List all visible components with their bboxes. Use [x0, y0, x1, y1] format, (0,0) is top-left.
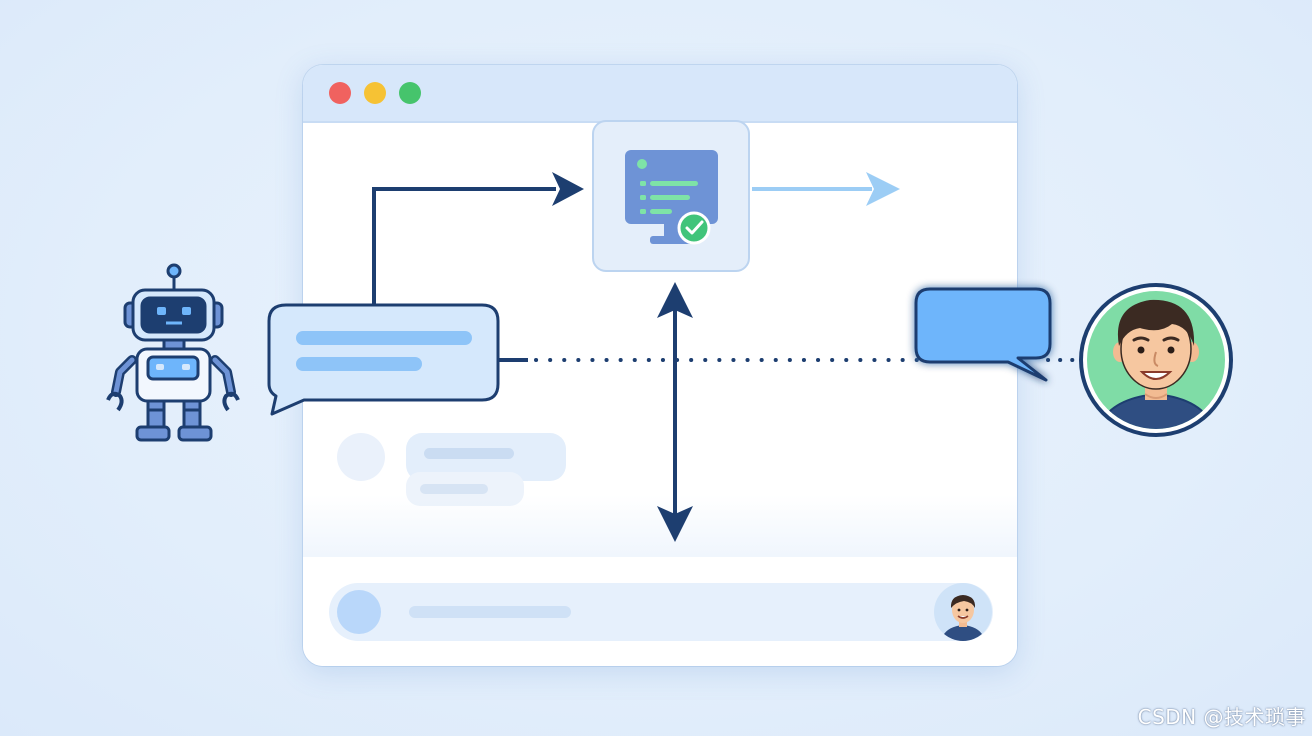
attach-button[interactable] — [337, 590, 381, 634]
close-window-button[interactable] — [329, 82, 351, 104]
user-avatar-small-icon[interactable] — [934, 583, 992, 641]
maximize-window-button[interactable] — [399, 82, 421, 104]
faded-avatar — [337, 433, 385, 481]
input-placeholder-line — [409, 606, 571, 618]
flow-arrow-to-server — [372, 172, 584, 305]
flow-arrow-outgoing — [752, 172, 900, 206]
vertical-double-arrow — [657, 282, 693, 542]
monitor-check-icon — [625, 150, 718, 245]
watermark-text: CSDN @技术琐事 — [1137, 705, 1306, 729]
minimize-window-button[interactable] — [364, 82, 386, 104]
chat-bubble-icon — [914, 287, 1052, 382]
chat-bubble-icon — [267, 303, 500, 416]
person-avatar-icon — [1079, 283, 1233, 437]
robot-icon — [106, 263, 240, 442]
chat-input-bar[interactable] — [329, 583, 993, 641]
